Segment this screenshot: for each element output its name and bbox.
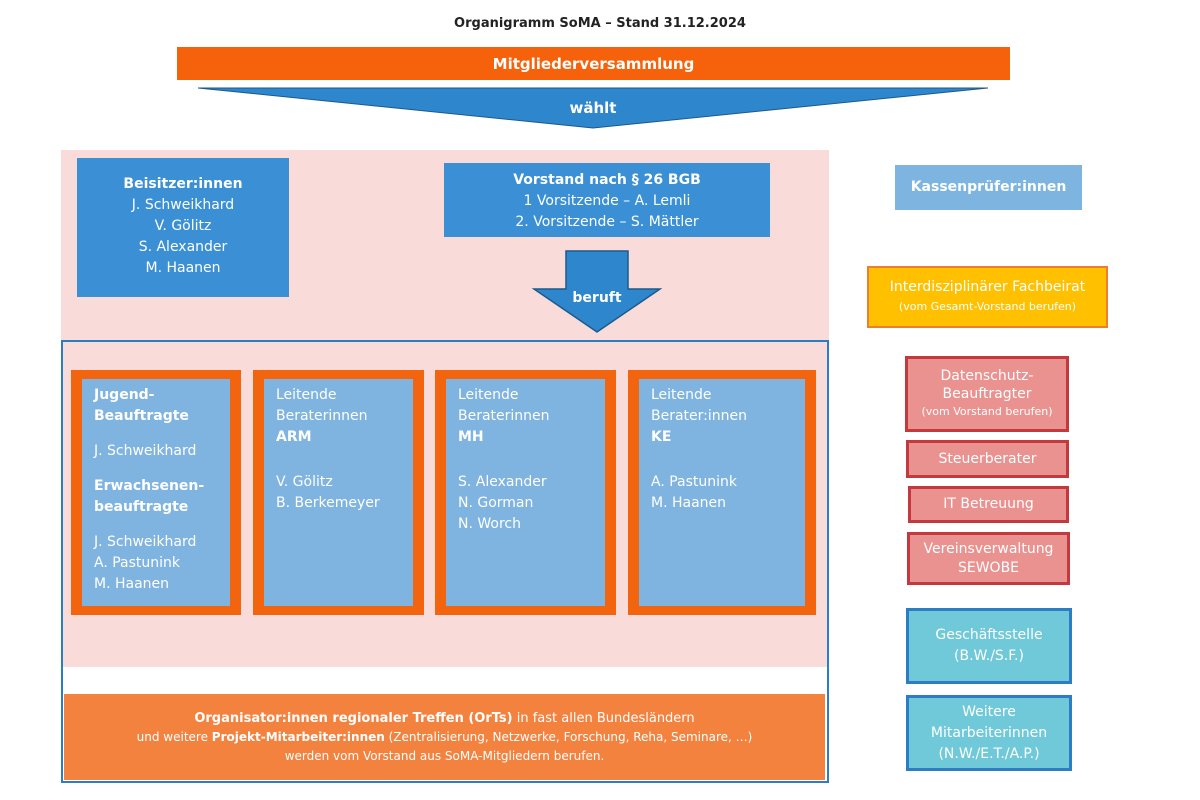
mh-member: N. Gorman	[458, 495, 534, 511]
board-heading: Vorstand nach § 26 BGB	[513, 172, 701, 188]
office-line2: (B.W./S.F.)	[954, 648, 1024, 664]
advisory-label: Interdisziplinärer Fachbeirat	[889, 279, 1086, 295]
mh-line1: Leitende	[458, 387, 519, 403]
assessor-name: J. Schweikhard	[131, 197, 235, 213]
staff-line2: Mitarbeiterinnen	[930, 724, 1048, 741]
ke-member: A. Pastunink	[651, 474, 738, 490]
youth-heading: Jugend-	[94, 387, 155, 403]
organizers-line-3: werden vom Vorstand aus SoMA-Mitgliedern…	[284, 748, 605, 763]
staff-line1: Weitere	[962, 703, 1016, 720]
adult-heading: Erwachsenen-	[94, 478, 205, 494]
arm-member: V. Gölitz	[276, 474, 333, 490]
appoints-label: beruft	[572, 290, 622, 306]
mh-code: MH	[458, 429, 484, 445]
assessor-name: M. Haanen	[145, 260, 221, 276]
it-support-box: IT Betreuung	[908, 486, 1069, 523]
assessors-box: Beisitzer:innen J. Schweikhard V. Gölitz…	[77, 158, 289, 297]
board-chair-2: 2. Vorsitzende – S. Mättler	[515, 214, 699, 230]
adult-heading-2: beauftragte	[94, 499, 189, 515]
staff-line3: (N.W./E.T./A.P.)	[938, 745, 1040, 762]
admin-line2: SEWOBE	[957, 559, 1020, 576]
arm-column: Leitende Beraterinnen ARM V. Gölitz B. B…	[253, 370, 424, 615]
organizers-line-1: Organisator:innen regionaler Treffen (Or…	[194, 709, 694, 728]
privacy-line2: Beauftragter	[942, 386, 1032, 402]
mh-column: Leitende Beraterinnen MH S. Alexander N.…	[435, 370, 616, 615]
ke-code: KE	[651, 429, 672, 445]
assessor-name: V. Gölitz	[154, 218, 212, 234]
tax-advisor-box: Steuerberater	[906, 440, 1069, 478]
youth-member: J. Schweikhard	[94, 443, 197, 459]
assessors-heading: Beisitzer:innen	[123, 176, 243, 192]
general-assembly-box: Mitgliederversammlung	[177, 47, 1010, 80]
organizers-prefix: und weitere	[136, 729, 212, 744]
admin-line1: Vereinsverwaltung	[923, 540, 1054, 557]
departments-frame	[61, 340, 829, 783]
ke-member: M. Haanen	[651, 495, 727, 511]
adult-member: A. Pastunink	[94, 555, 181, 571]
it-label: IT Betreuung	[943, 496, 1034, 512]
office-box: Geschäftsstelle (B.W./S.F.)	[906, 608, 1072, 684]
auditors-box: Kassenprüfer:innen	[895, 165, 1082, 210]
auditors-label: Kassenprüfer:innen	[910, 179, 1067, 195]
privacy-officer-box: Datenschutz- Beauftragter (vom Vorstand …	[905, 356, 1069, 432]
advisory-board-box: Interdisziplinärer Fachbeirat (vom Gesam…	[867, 266, 1108, 328]
elects-label: wählt	[569, 99, 617, 117]
ke-line1: Leitende	[651, 387, 712, 403]
youth-adult-column: Jugend- Beauftragte J. Schweikhard Erwac…	[71, 370, 241, 615]
arm-code: ARM	[276, 429, 312, 445]
assessor-name: S. Alexander	[138, 239, 228, 255]
arm-member: B. Berkemeyer	[276, 495, 380, 511]
adult-member: M. Haanen	[94, 576, 170, 592]
ke-line2: Berater:innen	[651, 408, 748, 424]
privacy-line1: Datenschutz-	[940, 368, 1034, 384]
staff-box: Weitere Mitarbeiterinnen (N.W./E.T./A.P.…	[906, 695, 1072, 771]
organizers-scope: in fast allen Bundesländern	[512, 710, 695, 726]
board-chair-1: 1 Vorsitzende – A. Lemli	[523, 193, 691, 209]
ke-column: Leitende Berater:innen KE A. Pastunink M…	[628, 370, 816, 615]
organizers-title: Organisator:innen regionaler Treffen (Or…	[194, 710, 513, 726]
tax-label: Steuerberater	[938, 450, 1037, 467]
organizers-line-2: und weitere Projekt-Mitarbeiter:innen (Z…	[137, 728, 753, 747]
association-admin-box: Vereinsverwaltung SEWOBE	[907, 532, 1070, 585]
mh-member: S. Alexander	[458, 474, 547, 490]
board-box: Vorstand nach § 26 BGB 1 Vorsitzende – A…	[444, 163, 770, 237]
privacy-note: (vom Vorstand berufen)	[921, 405, 1053, 418]
mh-member: N. Worch	[458, 516, 521, 532]
advisory-note: (vom Gesamt-Vorstand berufen)	[898, 300, 1077, 313]
project-areas: (Zentralisierung, Netzwerke, Forschung, …	[384, 729, 753, 744]
arm-line1: Leitende	[276, 387, 337, 403]
mh-line2: Beraterinnen	[458, 408, 550, 424]
organizers-box: Organisator:innen regionaler Treffen (Or…	[64, 694, 825, 780]
office-line1: Geschäftsstelle	[935, 627, 1043, 643]
arm-line2: Beraterinnen	[276, 408, 368, 424]
elects-arrow	[198, 87, 988, 129]
youth-heading-2: Beauftragte	[94, 408, 189, 424]
appoints-arrow	[531, 250, 663, 333]
adult-member: J. Schweikhard	[94, 534, 197, 550]
project-staff-title: Projekt-Mitarbeiter:innen	[211, 729, 385, 744]
page-title: Organigramm SoMA – Stand 31.12.2024	[454, 16, 746, 31]
